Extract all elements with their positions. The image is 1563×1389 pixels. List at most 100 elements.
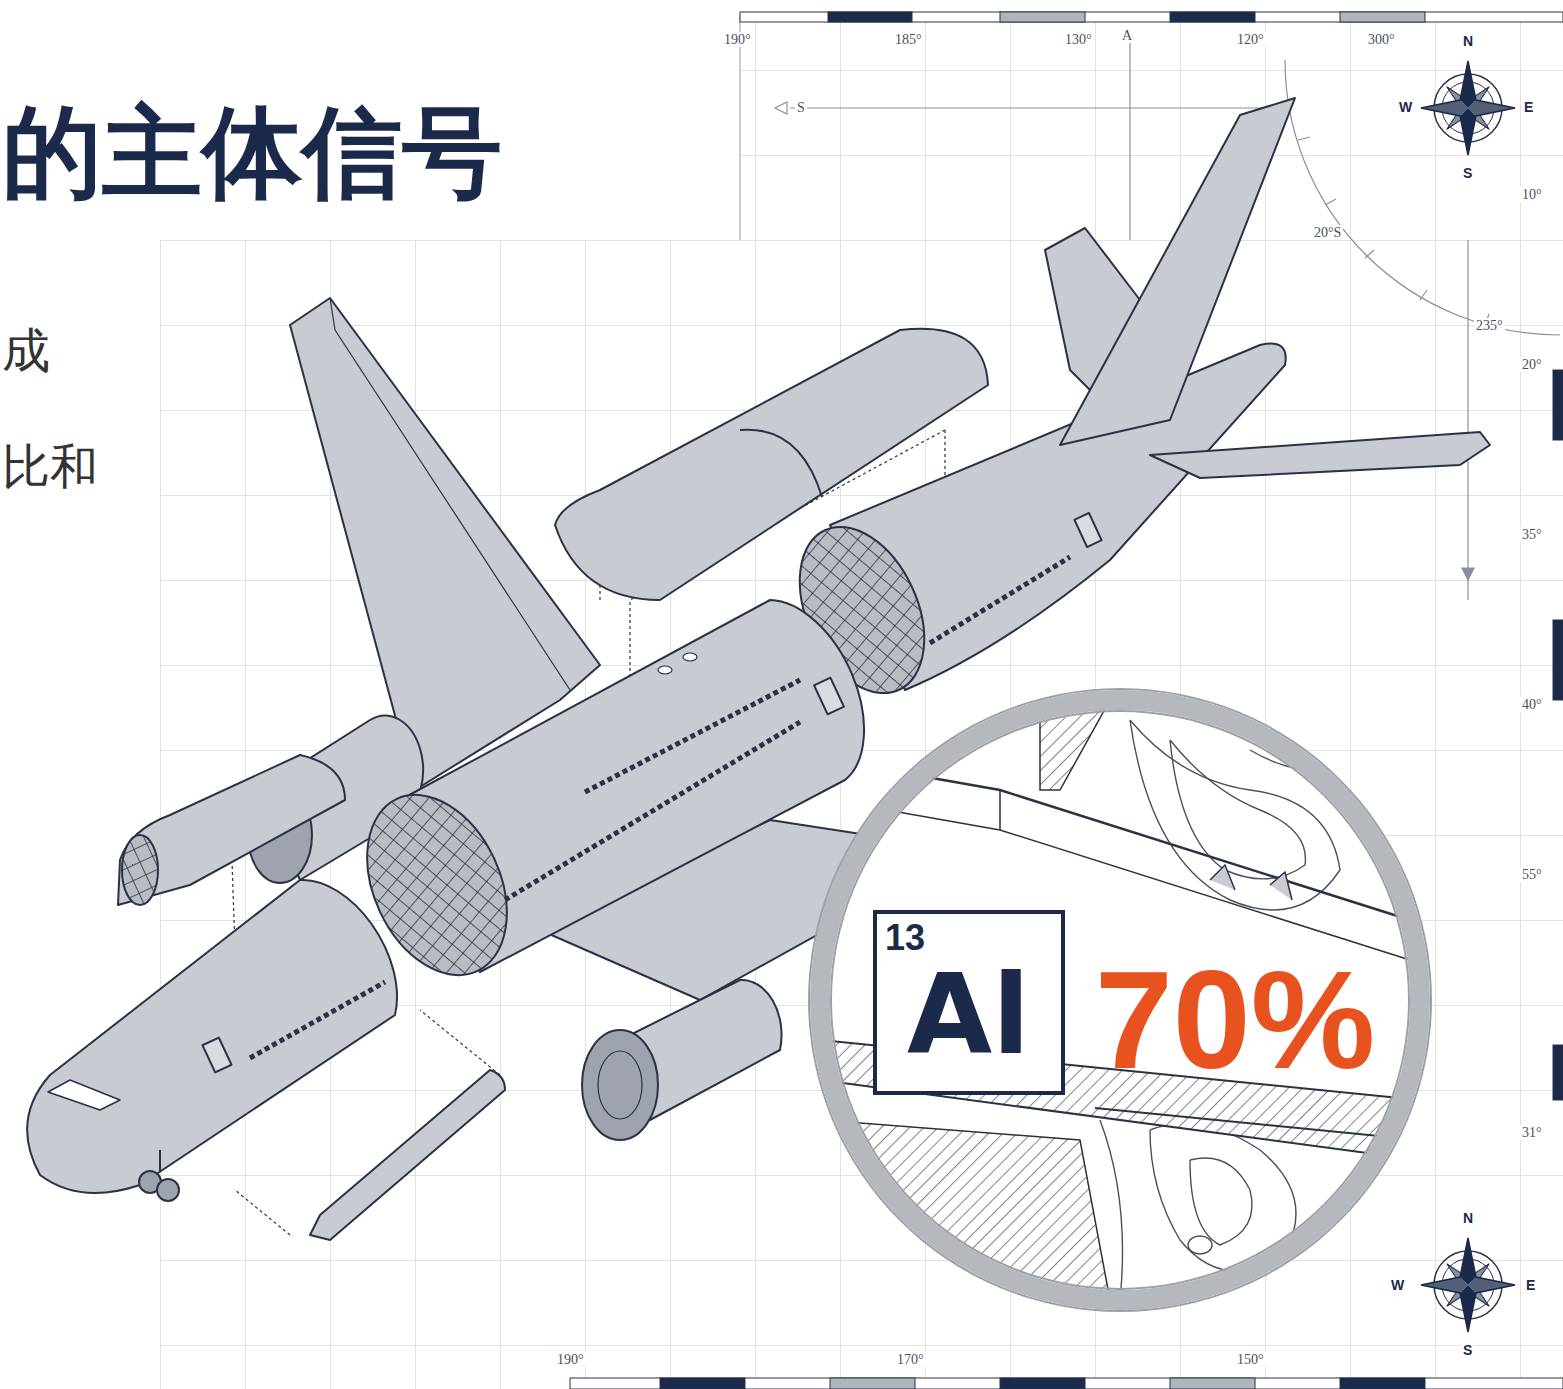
degree-mark: 235° bbox=[1474, 318, 1505, 333]
compass-letter: W bbox=[1390, 1278, 1405, 1293]
magnifier-detail bbox=[1188, 1236, 1212, 1254]
body-text: 成 bbox=[2, 322, 50, 380]
degree-mark: 55° bbox=[1520, 867, 1544, 882]
element-symbol: Al bbox=[907, 960, 1030, 1070]
compass-letter: E bbox=[1525, 1278, 1536, 1293]
airplane-parts bbox=[122, 835, 158, 905]
degree-mark: 190° bbox=[555, 1352, 586, 1367]
magnifier-detail bbox=[1095, 1108, 1420, 1140]
degree-mark: 20° bbox=[1520, 357, 1544, 372]
airplane-parts bbox=[1060, 98, 1295, 445]
compass-letter: N bbox=[1462, 1211, 1474, 1226]
degree-mark: 120° bbox=[1235, 32, 1266, 47]
ruler-bars bbox=[1340, 1378, 1425, 1389]
explode-leader-lines bbox=[235, 1190, 290, 1235]
degree-mark: 190° bbox=[722, 32, 753, 47]
compass-rose bbox=[1421, 61, 1515, 155]
magnifier-detail bbox=[999, 790, 1001, 830]
magnifier-detail bbox=[1190, 1158, 1252, 1245]
bearing-lines bbox=[1462, 568, 1474, 580]
degree-mark: 35° bbox=[1520, 527, 1544, 542]
magnifier-detail bbox=[1250, 750, 1410, 860]
percentage-value: 70% bbox=[1095, 950, 1375, 1090]
compass-letter: W bbox=[1398, 100, 1413, 115]
magnifier-detail bbox=[1210, 865, 1292, 900]
ruler-bars bbox=[1340, 12, 1425, 22]
compass-rose bbox=[1421, 1238, 1515, 1332]
blueprint-grid bbox=[740, 15, 1563, 240]
grid-letter: A bbox=[1120, 28, 1134, 43]
degree-mark: 185° bbox=[893, 32, 924, 47]
degree-mark: 40° bbox=[1520, 697, 1544, 712]
airplane-parts bbox=[658, 666, 672, 674]
bearing-lines bbox=[1467, 240, 1468, 600]
ruler-bars bbox=[1170, 1378, 1255, 1389]
blueprint-grid bbox=[160, 240, 1563, 1389]
magnifier-detail bbox=[1040, 700, 1110, 790]
ruler-bars bbox=[1000, 1378, 1085, 1389]
magnifier-detail bbox=[820, 700, 1420, 1300]
atomic-number: 13 bbox=[885, 920, 925, 956]
cabin-windows bbox=[930, 557, 1070, 643]
bearing-lines bbox=[1285, 60, 1560, 335]
magnifier-detail bbox=[1170, 740, 1305, 879]
airplane-parts bbox=[27, 880, 397, 1193]
cabin-windows bbox=[250, 982, 385, 1058]
blueprint-grid bbox=[160, 15, 1563, 1389]
bearing-lines bbox=[1129, 30, 1130, 240]
ruler-bars bbox=[1170, 12, 1255, 22]
airplane-parts bbox=[27, 98, 1490, 1240]
airplane-parts bbox=[48, 1080, 120, 1110]
ruler-bars bbox=[570, 1378, 1563, 1389]
magnifier-detail bbox=[1150, 1123, 1296, 1271]
degree-mark: 130° bbox=[1063, 32, 1094, 47]
ruler-bars bbox=[660, 1378, 745, 1389]
compass-letter: S bbox=[1462, 166, 1473, 181]
airplane-parts bbox=[740, 430, 822, 497]
magnifier-circle: 70%13Al bbox=[810, 690, 1430, 1310]
bearing-lines bbox=[775, 102, 787, 114]
direction-letter: S bbox=[795, 100, 807, 115]
cabin-windows bbox=[585, 680, 800, 792]
degree-mark: 150° bbox=[1235, 1352, 1266, 1367]
airplane-parts bbox=[598, 1051, 642, 1119]
degree-mark: 170° bbox=[895, 1352, 926, 1367]
degree-mark: 300° bbox=[1366, 32, 1397, 47]
airplane-parts bbox=[203, 1038, 232, 1073]
blueprint-grid bbox=[739, 15, 741, 240]
ruler-bars bbox=[1553, 620, 1563, 700]
airplane-parts bbox=[310, 1070, 505, 1240]
compass-letter: S bbox=[1462, 1343, 1473, 1358]
airplane-parts bbox=[1150, 432, 1490, 478]
explode-leader-lines bbox=[420, 1010, 500, 1075]
airplane-parts bbox=[330, 298, 570, 690]
airplane-parts bbox=[683, 653, 697, 661]
magnifier-detail bbox=[830, 800, 1410, 960]
ruler-bars bbox=[830, 1378, 915, 1389]
airplane-parts bbox=[814, 678, 844, 715]
magnifier-detail bbox=[830, 760, 1410, 920]
airplane-parts bbox=[157, 1179, 179, 1201]
compass-letter: E bbox=[1523, 100, 1534, 115]
body-text: 比和 bbox=[2, 438, 98, 496]
cabin-windows bbox=[505, 722, 800, 900]
ruler-bars bbox=[1553, 1045, 1563, 1100]
magnifier-detail bbox=[820, 1120, 1110, 1300]
ruler-bars bbox=[1000, 12, 1085, 22]
ruler-bars bbox=[828, 12, 912, 22]
airplane-parts bbox=[582, 1030, 658, 1140]
airplane-parts bbox=[159, 1150, 161, 1172]
ruler-bars bbox=[740, 12, 1563, 22]
degree-mark: 31° bbox=[1520, 1125, 1544, 1140]
compass-letter: N bbox=[1462, 34, 1474, 49]
bearing-lines bbox=[790, 107, 1285, 108]
degree-mark: 10° bbox=[1520, 187, 1544, 202]
slide-title: 的主体信号 bbox=[2, 95, 502, 210]
ruler-bars bbox=[1553, 370, 1563, 440]
magnifier-detail bbox=[820, 700, 1420, 1300]
element-tile: 13Al bbox=[873, 910, 1065, 1095]
degree-mark: 20°S bbox=[1312, 225, 1343, 240]
airplane-parts bbox=[1074, 513, 1101, 547]
bearing-lines bbox=[1298, 137, 1489, 325]
